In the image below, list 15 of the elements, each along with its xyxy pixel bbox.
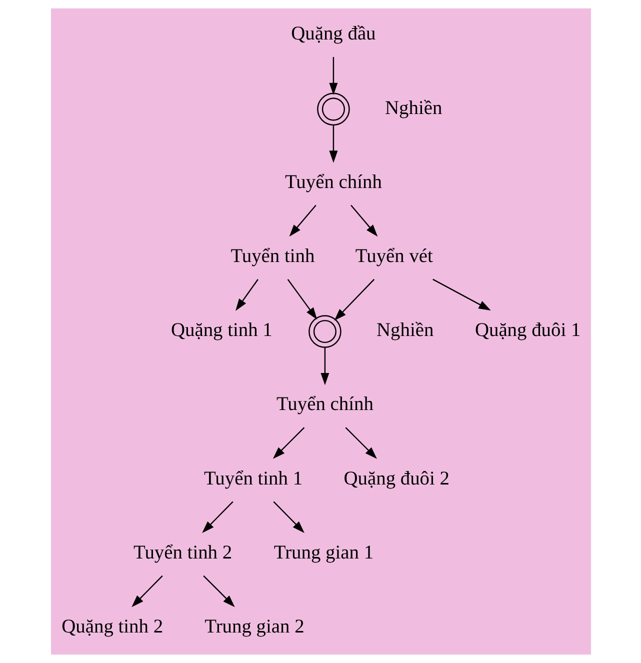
node-text: Tuyển chính — [276, 394, 373, 416]
node-text: Tuyển tinh 2 — [133, 542, 232, 564]
node-text: Quặng tinh 1 — [170, 320, 272, 342]
node-text: Quặng đuôi 2 — [343, 468, 449, 490]
node-text: Quặng đầu — [290, 24, 376, 45]
node-text: Tuyển chính — [284, 172, 382, 193]
node-label: Nghiền — [376, 320, 434, 342]
node-text: Tuyển vét — [354, 246, 432, 268]
node-text: Trung gian 1 — [273, 542, 374, 564]
node-text: Quặng tinh 2 — [61, 616, 163, 638]
node-text: Tuyển tinh 1 — [203, 468, 302, 490]
node-text: Trung gian 2 — [204, 616, 304, 638]
node-text: Tuyển tinh — [230, 246, 314, 268]
node-text: Quặng đuôi 1 — [474, 320, 580, 342]
node-label: Nghiền — [384, 98, 442, 119]
